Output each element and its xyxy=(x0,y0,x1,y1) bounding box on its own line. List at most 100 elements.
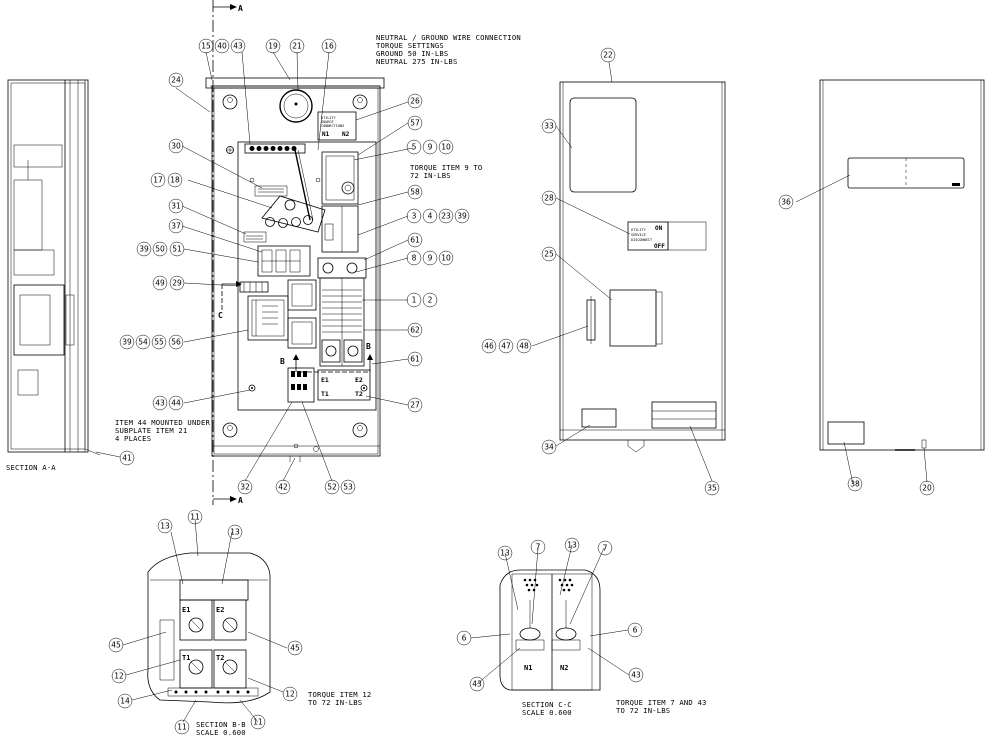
svg-text:9: 9 xyxy=(428,143,433,152)
balloon-45a: 45 xyxy=(108,637,124,653)
balloon-32: 32 xyxy=(237,479,253,495)
balloon-43: 43 xyxy=(230,38,246,54)
svg-text:16: 16 xyxy=(324,42,334,51)
svg-text:40: 40 xyxy=(217,42,227,51)
svg-text:20: 20 xyxy=(922,484,932,493)
section-a-marker-top: A xyxy=(238,4,243,13)
balloon-23: 23 xyxy=(438,208,454,224)
balloon-19: 19 xyxy=(265,38,281,54)
svg-text:14: 14 xyxy=(120,697,130,706)
balloon-44: 44 xyxy=(168,395,184,411)
balloon-47: 47 xyxy=(498,338,514,354)
balloon-13b: 13 xyxy=(227,524,243,540)
balloon-39b: 39 xyxy=(136,241,152,257)
svg-text:3: 3 xyxy=(412,212,417,221)
balloon-51: 51 xyxy=(169,241,185,257)
balloon-27: 27 xyxy=(407,397,423,413)
balloon-22: 22 xyxy=(600,47,616,63)
svg-text:39: 39 xyxy=(122,338,132,347)
balloon-30: 30 xyxy=(168,138,184,154)
balloon-25: 25 xyxy=(541,246,557,262)
disconnect-label-1: UTILITY xyxy=(631,228,647,232)
svg-text:44: 44 xyxy=(171,399,181,408)
svg-text:23: 23 xyxy=(441,212,451,221)
svg-text:TORQUE SETTINGS: TORQUE SETTINGS xyxy=(376,41,444,50)
svg-text:TORQUE ITEM 12: TORQUE ITEM 12 xyxy=(308,690,371,699)
svg-text:TORQUE ITEM 9 TO: TORQUE ITEM 9 TO xyxy=(410,163,482,172)
balloon-34: 34 xyxy=(541,439,557,455)
svg-text:29: 29 xyxy=(172,279,182,288)
svg-text:11: 11 xyxy=(253,718,263,727)
svg-text:30: 30 xyxy=(171,142,181,151)
balloon-18: 18 xyxy=(167,172,183,188)
door-interior-view xyxy=(819,79,985,451)
svg-text:GROUND 50 IN-LBS: GROUND 50 IN-LBS xyxy=(376,49,448,58)
plate-t2: T2 xyxy=(355,390,363,398)
svg-text:33: 33 xyxy=(544,122,554,131)
balloon-42: 42 xyxy=(275,479,291,495)
svg-text:2: 2 xyxy=(428,296,433,305)
svg-text:7: 7 xyxy=(536,543,541,552)
svg-text:12: 12 xyxy=(285,690,295,699)
balloon-13c: 13 xyxy=(497,545,513,561)
svg-text:32: 32 xyxy=(240,483,250,492)
note-torque-item-12: TORQUE ITEM 12 TO 72 IN-LBS xyxy=(308,690,371,707)
label-n1: N1 xyxy=(322,131,330,138)
balloon-40: 40 xyxy=(214,38,230,54)
bb-t2: T2 xyxy=(216,654,224,662)
svg-text:62: 62 xyxy=(410,326,420,335)
balloon-13a: 13 xyxy=(157,518,173,534)
svg-text:TO 72 IN-LBS: TO 72 IN-LBS xyxy=(616,706,670,715)
svg-text:17: 17 xyxy=(153,176,163,185)
svg-text:NEUTRAL / GROUND WIRE CONNECTI: NEUTRAL / GROUND WIRE CONNECTION xyxy=(376,33,521,42)
balloon-16: 16 xyxy=(321,38,337,54)
svg-text:21: 21 xyxy=(292,42,302,51)
balloon-54: 54 xyxy=(135,334,151,350)
svg-text:19: 19 xyxy=(268,42,278,51)
svg-text:39: 39 xyxy=(457,212,467,221)
balloon-15: 15 xyxy=(198,38,214,54)
utility-source-label-3: CONNECTIONS xyxy=(321,124,344,128)
svg-text:6: 6 xyxy=(633,626,638,635)
bb-t1: T1 xyxy=(182,654,190,662)
balloon-62: 62 xyxy=(407,322,423,338)
svg-text:13: 13 xyxy=(230,528,240,537)
balloon-43d: 43 xyxy=(469,676,485,692)
svg-text:54: 54 xyxy=(138,338,148,347)
svg-text:50: 50 xyxy=(155,245,165,254)
svg-text:43: 43 xyxy=(155,399,165,408)
svg-text:35: 35 xyxy=(707,484,717,493)
svg-text:22: 22 xyxy=(603,51,613,60)
svg-text:13: 13 xyxy=(567,541,577,550)
balloon-37: 37 xyxy=(168,218,184,234)
svg-text:13: 13 xyxy=(500,549,510,558)
svg-text:12: 12 xyxy=(114,672,124,681)
section-aa-view xyxy=(7,79,101,456)
svg-text:4: 4 xyxy=(428,212,433,221)
svg-text:5: 5 xyxy=(412,143,417,152)
svg-text:36: 36 xyxy=(781,198,791,207)
balloon-45b: 45 xyxy=(287,640,303,656)
section-a-cut-line xyxy=(212,0,237,505)
balloon-4: 4 xyxy=(422,208,438,224)
svg-text:51: 51 xyxy=(172,245,182,254)
svg-text:TO 72 IN-LBS: TO 72 IN-LBS xyxy=(308,698,362,707)
note-item-44: ITEM 44 MOUNTED UNDER SUBPLATE ITEM 21 4… xyxy=(115,418,210,443)
svg-text:38: 38 xyxy=(850,480,860,489)
balloon-17: 17 xyxy=(150,172,166,188)
balloon-52: 52 xyxy=(324,479,340,495)
balloon-10b: 10 xyxy=(438,250,454,266)
balloon-10a: 10 xyxy=(438,139,454,155)
svg-text:1: 1 xyxy=(412,296,417,305)
svg-text:34: 34 xyxy=(544,443,554,452)
svg-text:45: 45 xyxy=(111,641,121,650)
cc-terminal-dots xyxy=(523,578,574,592)
svg-text:27: 27 xyxy=(410,401,420,410)
bb-e2: E2 xyxy=(216,606,224,614)
balloon-26: 26 xyxy=(407,93,423,109)
svg-text:46: 46 xyxy=(484,342,494,351)
svg-text:NEUTRAL 275 IN-LBS: NEUTRAL 275 IN-LBS xyxy=(376,57,458,66)
svg-text:SECTION C-C: SECTION C-C xyxy=(522,700,572,709)
balloon-11c: 11 xyxy=(250,714,266,730)
